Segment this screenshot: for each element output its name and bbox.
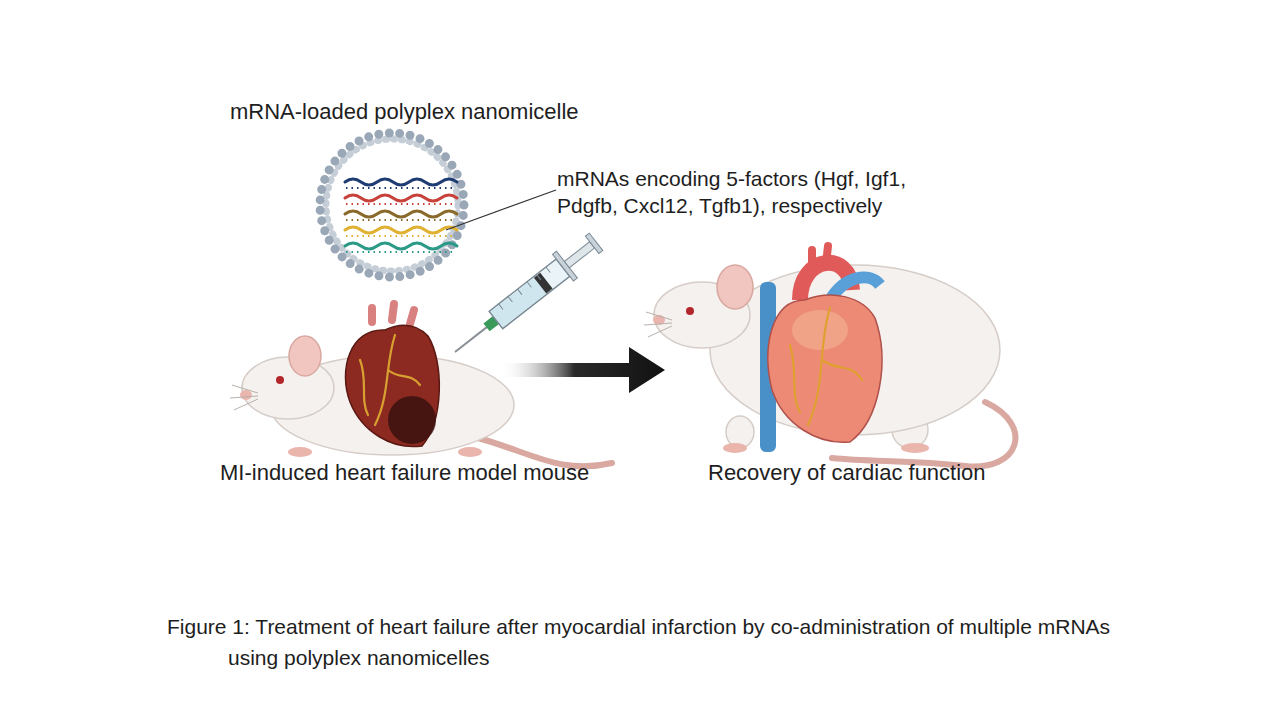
callout-label: mRNAs encoding 5-factors (Hgf, Igf1, Pdg… [557, 165, 957, 219]
node-heading: Recovery of cardiac function [708, 460, 986, 486]
leader-line [446, 190, 556, 230]
process-arrow [500, 347, 665, 393]
mouse-mi-model [230, 304, 612, 466]
illustration-node: mRNA-loaded polyplex nanomicelle [228, 95, 558, 285]
mouse-recovered [644, 246, 1015, 467]
syringe [445, 228, 607, 365]
illustration-node: Recovery of cardiac function [665, 250, 1005, 490]
illustration-node: MI-induced heart failure model mouse [220, 290, 500, 450]
node-heading: mRNA-loaded polyplex nanomicelle [230, 99, 579, 125]
nanomicelle [320, 133, 464, 277]
figure-caption: Figure 1: Treatment of heart failure aft… [167, 611, 1148, 673]
node-heading: MI-induced heart failure model mouse [220, 460, 589, 486]
